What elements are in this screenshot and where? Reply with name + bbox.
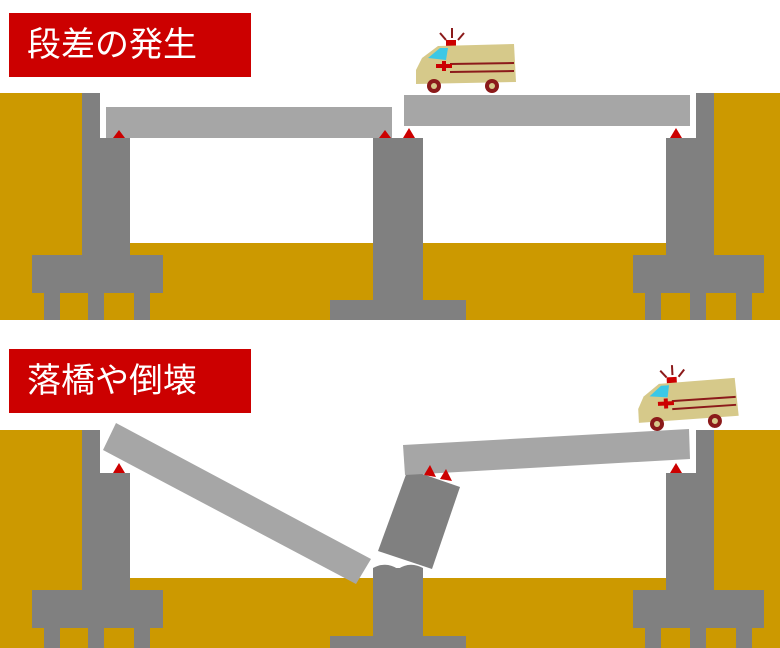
center-pier-column xyxy=(373,138,423,300)
fallen-left-deck-girder xyxy=(103,423,371,584)
center-pier-footing xyxy=(330,636,466,648)
left-deck-girder xyxy=(106,107,392,138)
panel-label-text: 段差の発生 xyxy=(27,25,197,65)
right-footing xyxy=(633,255,764,293)
panel-label-bridge-collapse: 落橋や倒壊 xyxy=(9,349,251,413)
right-pile xyxy=(645,293,661,320)
left-pile xyxy=(44,293,60,320)
right-pile xyxy=(736,293,752,320)
left-pile xyxy=(88,293,104,320)
panel-label-text: 落橋や倒壊 xyxy=(27,361,197,401)
ambulance-icon xyxy=(638,365,739,431)
right-pier-column xyxy=(666,473,714,590)
broken-pier-segment xyxy=(378,469,460,569)
right-pile xyxy=(690,293,706,320)
left-pile xyxy=(134,628,150,648)
right-footing xyxy=(633,590,764,628)
center-pier-footing xyxy=(330,300,466,320)
right-pier-column xyxy=(666,138,714,255)
bridge-diagram-collapse xyxy=(0,365,780,648)
bearing-triangle-icon xyxy=(403,128,415,138)
bearing-triangle-icon xyxy=(670,128,682,138)
bearing-triangle-icon xyxy=(440,469,452,481)
left-pile xyxy=(44,628,60,648)
right-deck-girder xyxy=(404,95,690,126)
bearing-triangle-icon xyxy=(113,463,125,473)
left-pier-column xyxy=(82,138,130,255)
bearing-triangle-icon xyxy=(424,465,436,477)
bridge-diagram-step-displacement xyxy=(0,28,780,320)
left-footing xyxy=(32,255,163,293)
ambulance-icon xyxy=(416,28,516,93)
center-pier-stump xyxy=(373,568,423,636)
left-footing xyxy=(32,590,163,628)
right-pile xyxy=(736,628,752,648)
bearing-triangle-icon xyxy=(113,130,125,138)
right-pile xyxy=(645,628,661,648)
tilted-right-deck-girder xyxy=(403,429,690,475)
left-pile xyxy=(134,293,150,320)
bearing-triangle-icon xyxy=(670,463,682,473)
bearing-triangle-icon xyxy=(379,130,391,138)
center-pier-break xyxy=(373,564,423,575)
panel-label-step-displacement: 段差の発生 xyxy=(9,13,251,77)
left-pier-column xyxy=(82,473,130,590)
left-pile xyxy=(88,628,104,648)
right-pile xyxy=(690,628,706,648)
